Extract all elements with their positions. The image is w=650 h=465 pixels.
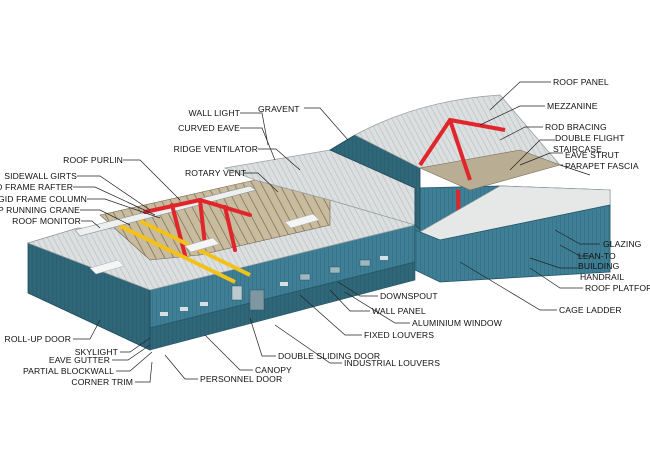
label-building: BUILDING: [578, 261, 620, 271]
label-aluminium-window: ALUMINIUM WINDOW: [412, 318, 502, 328]
label-mezzanine: MEZZANINE: [547, 101, 598, 111]
label-skylight: SKYLIGHT: [74, 347, 118, 357]
label-wall-panel: WALL PANEL: [372, 306, 426, 316]
label-eave-strut: EAVE STRUT: [565, 150, 620, 160]
label-handrail: HANDRAIL: [580, 272, 625, 282]
label-rotary-vent: ROTARY VENT: [185, 168, 247, 178]
label-rigid-frame-column: RIGID FRAME COLUMN: [0, 194, 87, 204]
label-glazing: GLAZING: [603, 239, 642, 249]
label-industrial-louvers: INDUSTRIAL LOUVERS: [344, 358, 441, 368]
label-roll-up-door: ROLL-UP DOOR: [4, 334, 71, 344]
label-rod-bracing: ROD BRACING: [545, 122, 607, 132]
skylight-panels: [89, 213, 320, 275]
label-partial-blockwall: PARTIAL BLOCKWALL: [22, 366, 114, 376]
front-wall-details: [231, 259, 371, 311]
label-sidewall-girts: SIDEWALL GIRTS: [4, 171, 77, 181]
label-rigid-frame-rafter: RIGID FRAME RAFTER: [0, 182, 73, 192]
rigid-frames: [143, 197, 252, 257]
label-personnel-door: PERSONNEL DOOR: [200, 374, 283, 384]
label-roof-panel: ROOF PANEL: [553, 77, 609, 87]
label-double-sliding-door: DOUBLE SLIDING DOOR: [278, 351, 381, 361]
label-top-running-crane: TOP RUNNING CRANE: [0, 205, 80, 215]
label-roof-monitor: ROOF MONITOR: [12, 216, 81, 226]
label-corner-trim: CORNER TRIM: [71, 377, 133, 387]
label-eave-gutter: EAVE GUTTER: [48, 355, 110, 365]
label-cage-ladder: CAGE LADDER: [559, 305, 622, 315]
leader-lines: [73, 81, 600, 383]
label-double-flight: DOUBLE FLIGHT: [555, 133, 625, 143]
label-ridge-ventilator: RIDGE VENTILATOR: [173, 144, 258, 154]
label-staircase: STAIRCASE: [553, 144, 602, 154]
label-fixed-louvers: FIXED LOUVERS: [364, 330, 435, 340]
label-canopy: CANOPY: [255, 365, 292, 375]
label-roof-platform: ROOF PLATFORM: [585, 283, 650, 293]
label-wall-light: WALL LIGHT: [188, 108, 240, 118]
label-parapet-fascia: PARAPET FASCIA: [565, 161, 639, 171]
label-roof-purlin: ROOF PURLIN: [63, 155, 123, 165]
label-lean-to: LEAN-TO: [578, 251, 616, 261]
louver-row: [160, 256, 388, 316]
label-gravent: GRAVENT: [258, 104, 300, 114]
label-curved-eave: CURVED EAVE: [178, 123, 240, 133]
label-downspout: DOWNSPOUT: [380, 291, 438, 301]
lean-to-wall: [414, 204, 611, 283]
